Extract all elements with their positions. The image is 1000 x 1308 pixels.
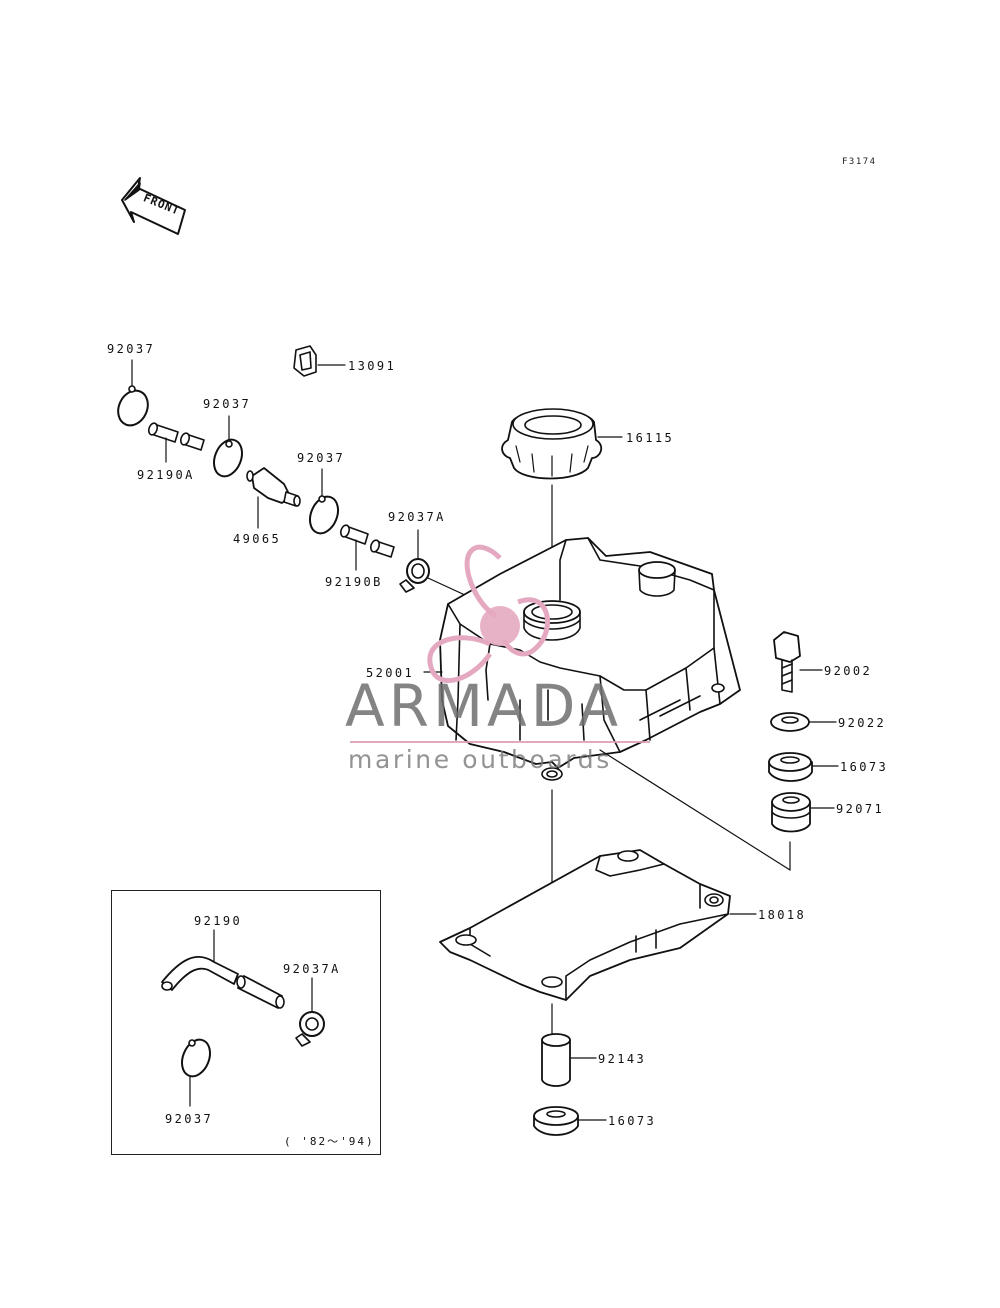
inset-label-92190: 92190 (194, 914, 243, 928)
label-92037-a: 92037 (107, 342, 156, 356)
label-92037-c: 92037 (297, 451, 346, 465)
label-92190b: 92190B (325, 575, 383, 589)
hose-92190b (339, 524, 395, 571)
inset-hose-clamp-92037 (181, 1038, 211, 1107)
label-52001: 52001 (366, 666, 415, 680)
label-92002: 92002 (824, 664, 873, 678)
clip-part-13091 (293, 345, 346, 377)
inset-year-range: ( '82～'94) (284, 1135, 375, 1148)
watermark-tagline: marine outboards (348, 745, 612, 774)
label-92190a: 92190A (137, 468, 195, 482)
label-92022: 92022 (838, 716, 887, 730)
label-92037-b: 92037 (203, 397, 252, 411)
label-16115: 16115 (626, 431, 675, 445)
inset-hose-92190 (161, 929, 285, 1009)
tank-tray-18018 (439, 849, 757, 1037)
watermark-rule (350, 741, 650, 743)
collar-92143 (541, 1033, 597, 1087)
label-16073-a: 16073 (840, 760, 889, 774)
label-92037a: 92037A (388, 510, 446, 524)
inset-box-82-94 (111, 890, 381, 1155)
filler-cap-16115 (501, 408, 623, 606)
label-13091: 13091 (348, 359, 397, 373)
inset-screw-clamp-92037a (295, 977, 325, 1047)
label-92071: 92071 (836, 802, 885, 816)
figure-code: F3174 (842, 157, 877, 167)
hose-clamp-92037-b (213, 415, 243, 478)
hose-clamp-92037-a (117, 359, 149, 427)
hose-92190a (147, 422, 205, 463)
label-18018: 18018 (758, 908, 807, 922)
inset-label-92037a: 92037A (283, 962, 341, 976)
bolt-92002 (773, 631, 823, 693)
label-49065: 49065 (233, 532, 282, 546)
damper-92071 (771, 792, 835, 833)
label-16073-b: 16073 (608, 1114, 657, 1128)
label-92143: 92143 (598, 1052, 647, 1066)
washer-92022 (770, 712, 837, 732)
inset-label-92037: 92037 (165, 1112, 214, 1126)
front-arrow-icon: FRONT (121, 177, 186, 235)
hose-clamp-92037-c (309, 468, 339, 535)
watermark-brand: ARMADA (345, 672, 623, 740)
grommet-16073-a (768, 752, 839, 782)
fuel-filter-49065 (246, 467, 301, 529)
grommet-16073-b (533, 1106, 607, 1136)
